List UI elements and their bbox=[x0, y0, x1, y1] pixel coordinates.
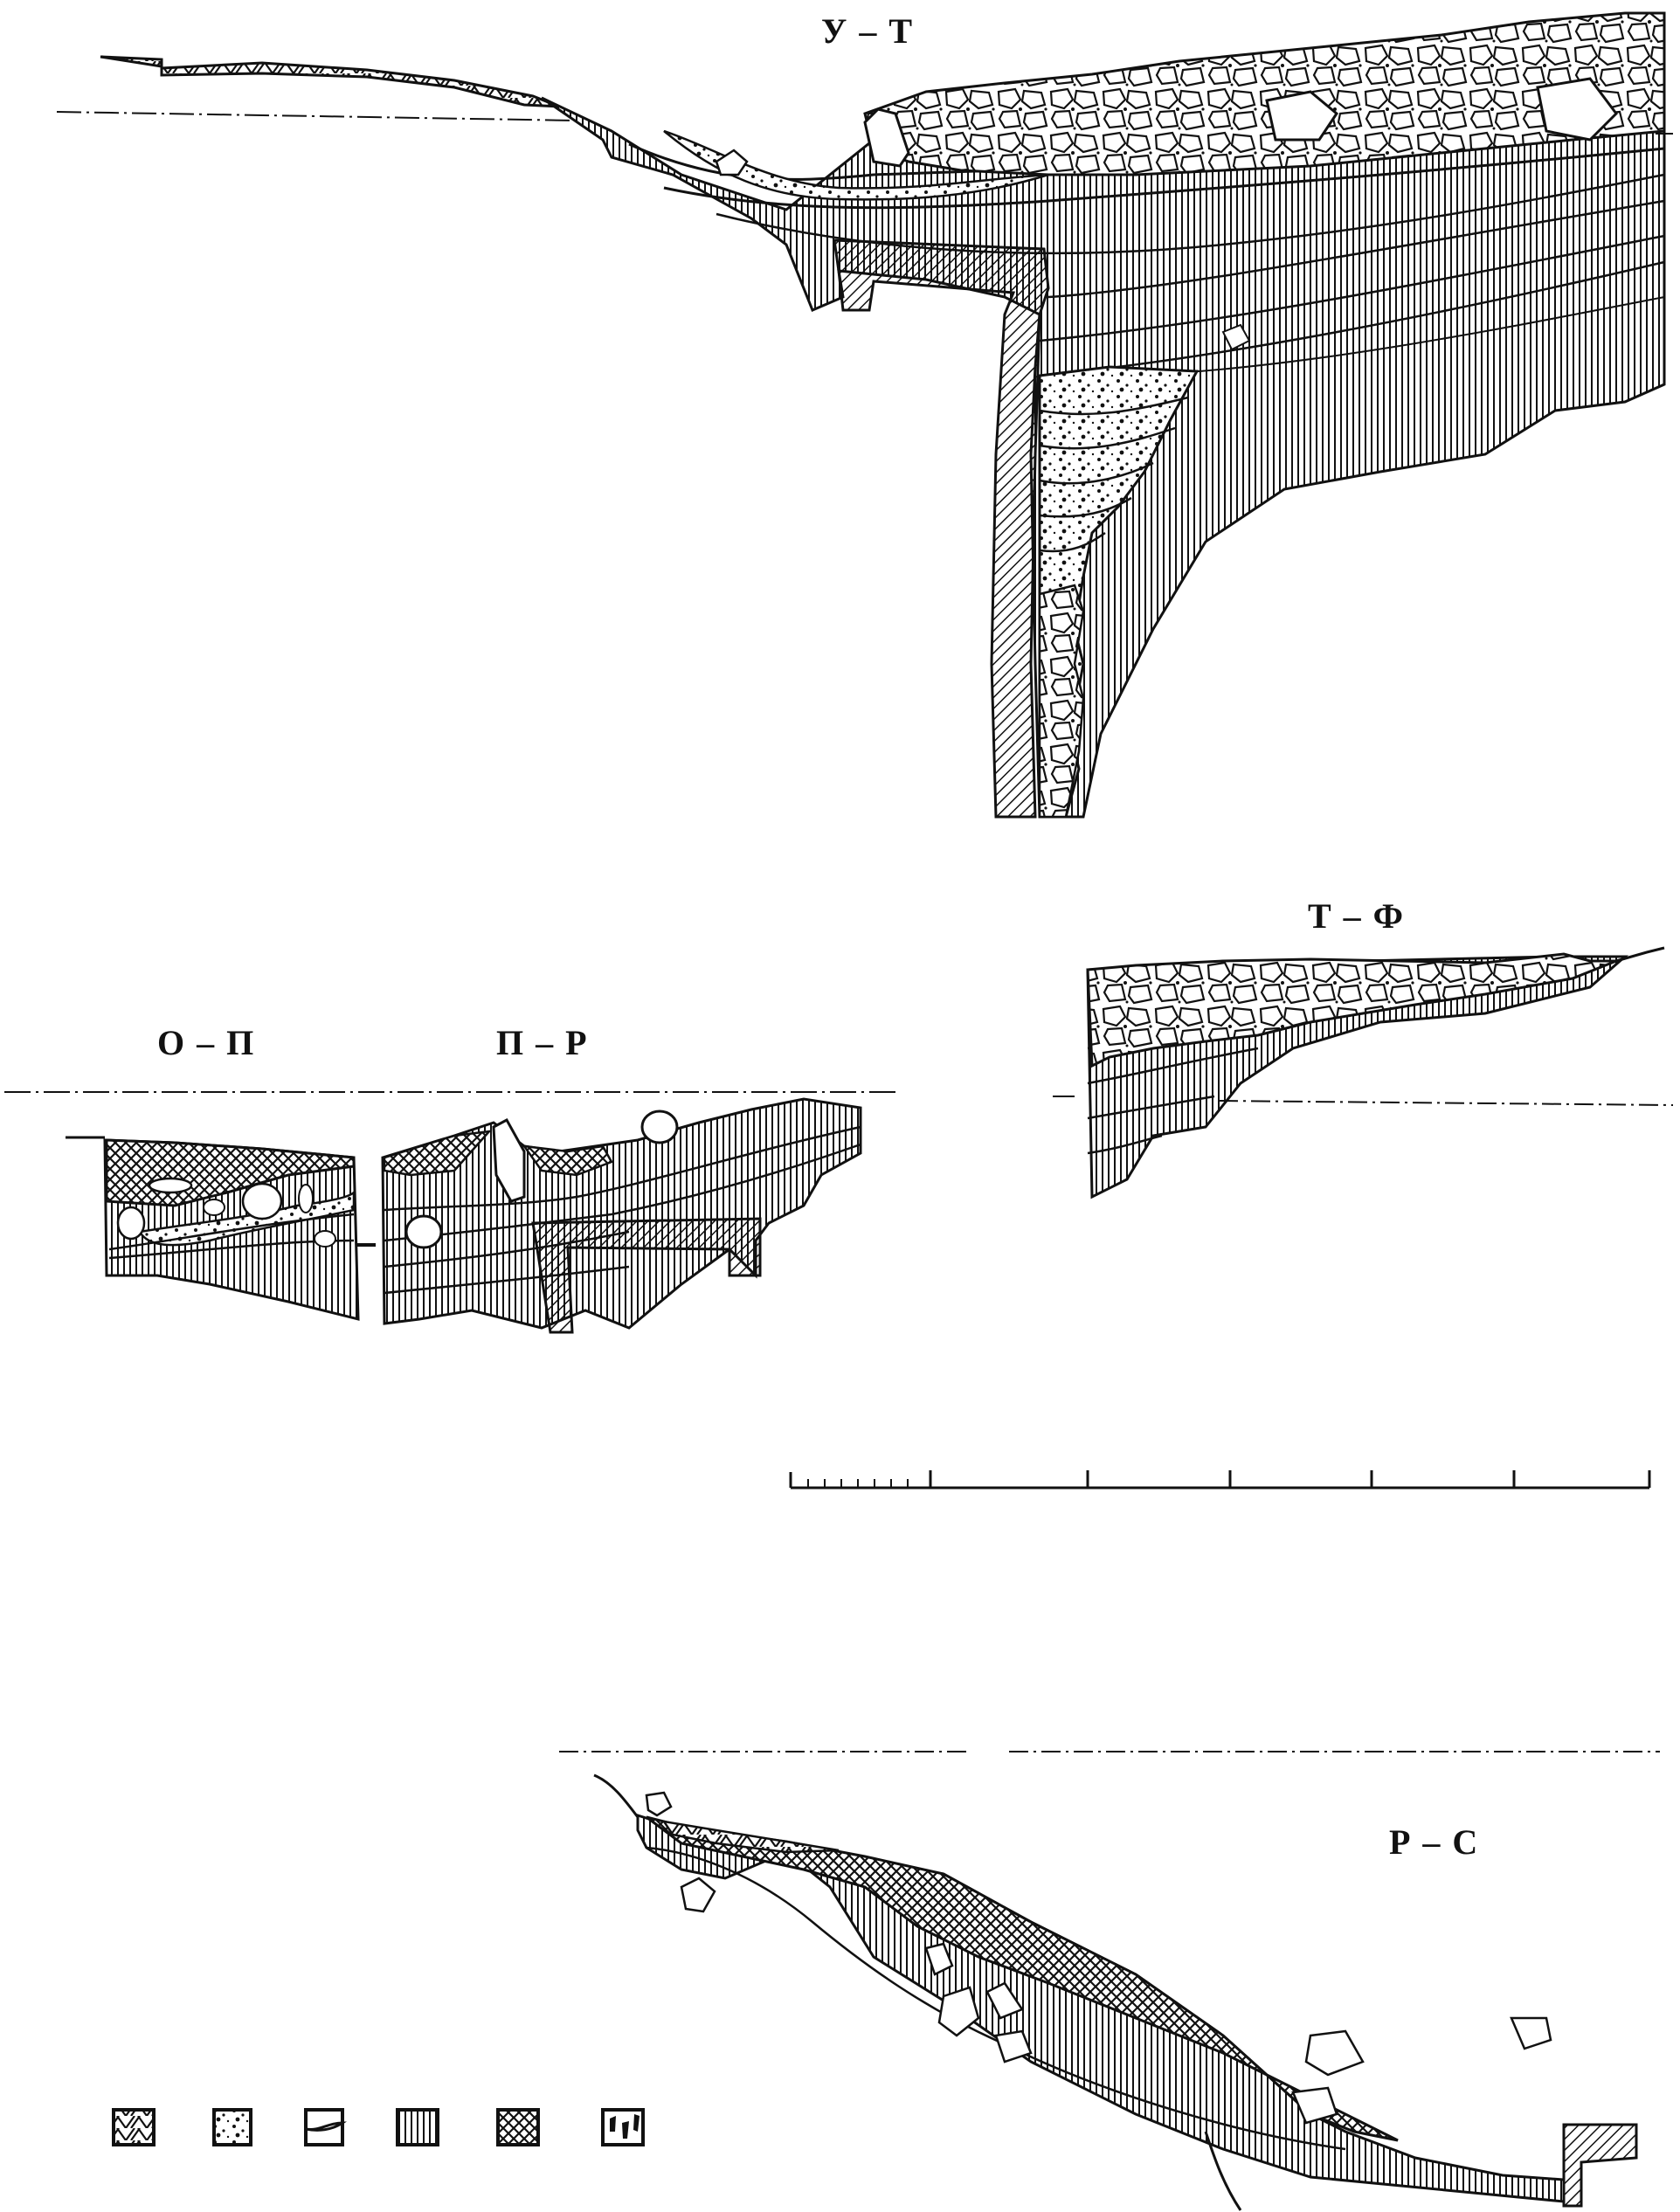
legend-diagonal-herringbone-hatch-icon bbox=[112, 2108, 156, 2146]
rs-fill bbox=[636, 1813, 1566, 2203]
stone bbox=[1536, 77, 1618, 142]
wall-structure bbox=[1562, 2123, 1638, 2208]
rubble-shaft bbox=[1038, 584, 1085, 819]
layer-boundary bbox=[384, 1125, 861, 1295]
legend-vertical-lines-icon bbox=[396, 2108, 439, 2146]
stone bbox=[924, 1942, 954, 1976]
section-label-t-f: Т – Ф bbox=[1308, 896, 1406, 936]
pr-fill bbox=[381, 1097, 862, 1330]
section-o-p bbox=[4, 1091, 895, 1321]
layer-boundary bbox=[1039, 234, 1665, 342]
stone bbox=[1304, 2029, 1365, 2077]
topsoil-strip bbox=[100, 55, 560, 108]
rs-herring-layer bbox=[661, 1820, 840, 1854]
stone bbox=[680, 1877, 716, 1913]
stone bbox=[1510, 2016, 1552, 2050]
stone bbox=[863, 107, 910, 168]
section-label-r-s: Р – С bbox=[1389, 1822, 1480, 1862]
stone bbox=[715, 149, 749, 176]
stone bbox=[241, 1182, 283, 1220]
section-u-t bbox=[56, 11, 1673, 819]
rubble-layer bbox=[863, 11, 1666, 176]
layer-boundary bbox=[1047, 199, 1665, 299]
layer-boundary bbox=[1039, 396, 1189, 553]
stone bbox=[985, 1981, 1024, 2020]
legend-lens-lamina-icon bbox=[304, 2108, 347, 2146]
stone bbox=[203, 1199, 225, 1216]
stone bbox=[314, 1230, 336, 1248]
stone bbox=[492, 1117, 526, 1203]
section-t-f bbox=[1053, 946, 1674, 1199]
wall-structure bbox=[833, 238, 1050, 819]
legend-dark-inclusions-icon bbox=[601, 2108, 645, 2146]
section-label-o-p: О – П bbox=[157, 1023, 256, 1062]
stone bbox=[1291, 2086, 1338, 2125]
pr-cross-layer bbox=[522, 1144, 613, 1177]
stone bbox=[298, 1184, 314, 1213]
shaft-fill bbox=[1038, 365, 1200, 819]
stone bbox=[640, 1109, 679, 1144]
section-label-u-t: У – Т bbox=[821, 11, 915, 51]
ground-line bbox=[593, 1773, 640, 1818]
stone bbox=[404, 1214, 443, 1249]
scale-bar bbox=[789, 1470, 1651, 1490]
pr-cross-layer bbox=[383, 1130, 493, 1177]
section-r-s bbox=[559, 1751, 1660, 2211]
layer-boundary bbox=[646, 1846, 1346, 2151]
stone bbox=[148, 1177, 193, 1194]
stone bbox=[1265, 90, 1338, 142]
stone bbox=[994, 2029, 1033, 2063]
legend-sparse-dots-icon bbox=[212, 2108, 252, 2146]
stone bbox=[937, 1986, 980, 2037]
stone bbox=[116, 1206, 146, 1241]
legend bbox=[112, 2108, 645, 2146]
ground-line bbox=[1615, 946, 1665, 963]
stone bbox=[645, 1791, 673, 1817]
section-p-r bbox=[381, 1097, 862, 1334]
stone bbox=[1221, 323, 1251, 351]
wall-structure bbox=[531, 1217, 762, 1334]
datum-line bbox=[56, 111, 577, 121]
rubble-layer bbox=[1086, 952, 1617, 1068]
layer-boundary bbox=[1135, 296, 1665, 377]
layer-boundary bbox=[1204, 2131, 1242, 2211]
layer-boundary bbox=[663, 147, 1665, 210]
legend-crosshatch-icon bbox=[496, 2108, 540, 2146]
section-label-p-r: П – Р bbox=[496, 1023, 589, 1062]
datum-line bbox=[1218, 1100, 1674, 1106]
